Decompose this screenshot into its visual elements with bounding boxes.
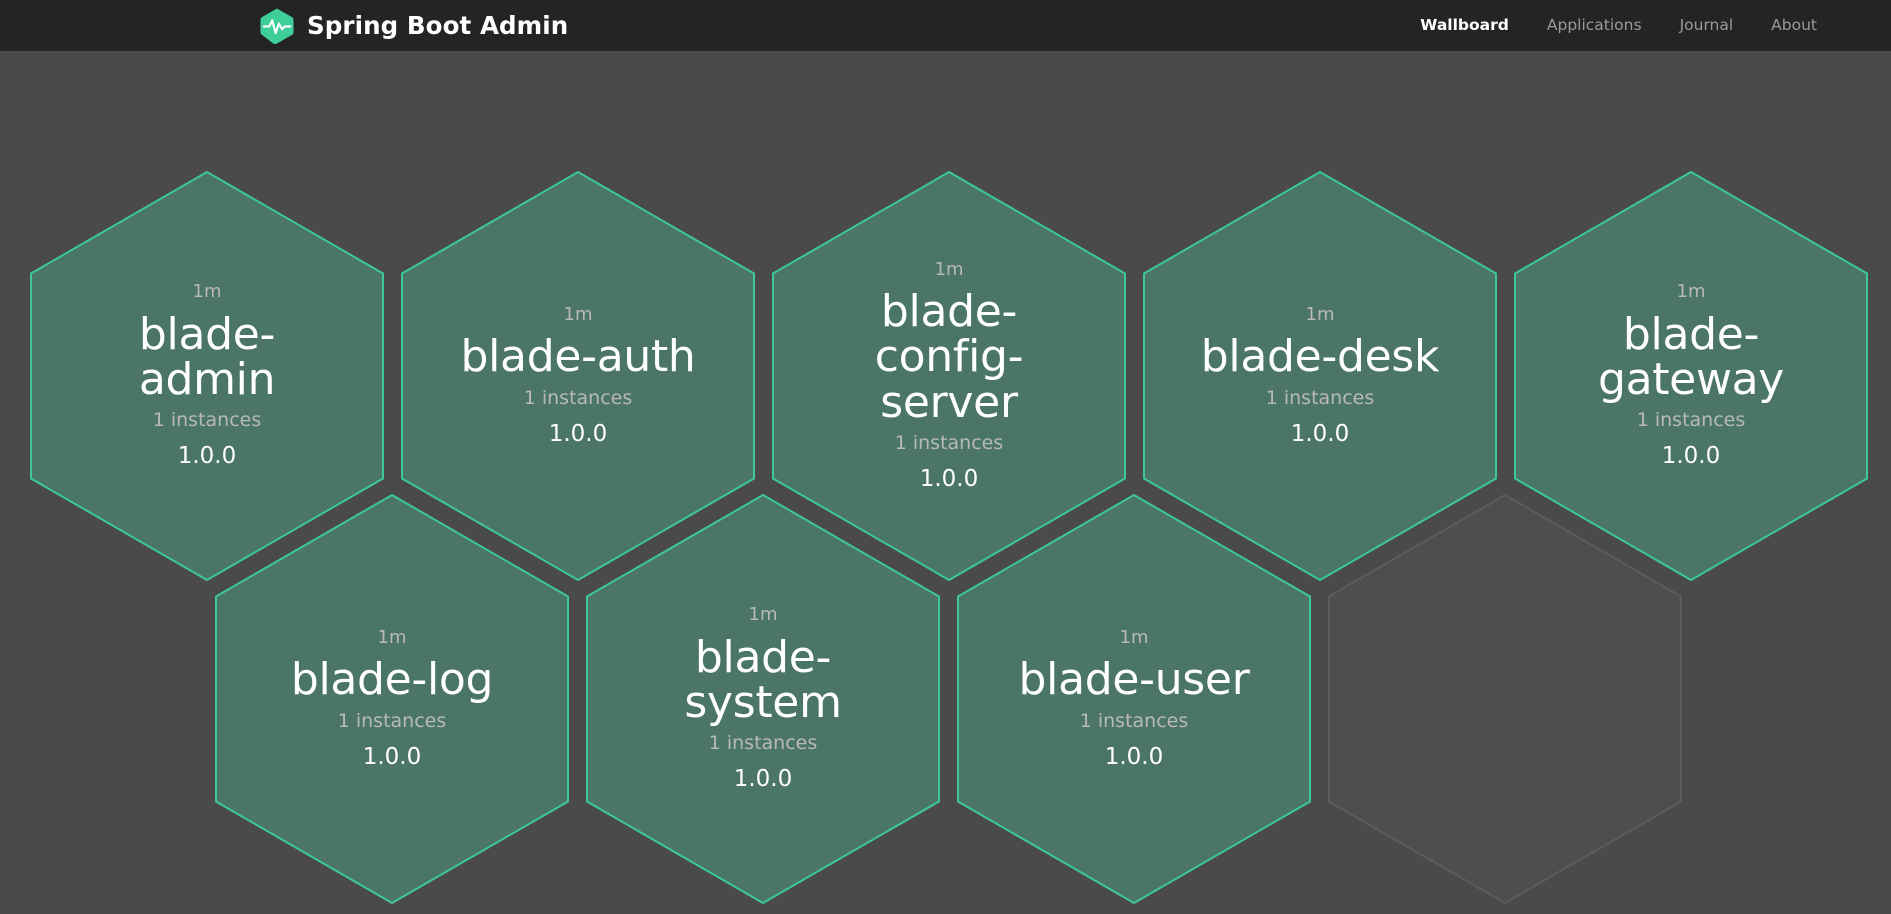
application-info: 1m blade-config-server 1 instances 1.0.0 — [772, 171, 1126, 581]
nav-link-about[interactable]: About — [1771, 16, 1817, 34]
nav-link-journal[interactable]: Journal — [1679, 16, 1734, 34]
application-info: 1m blade-desk 1 instances 1.0.0 — [1143, 171, 1497, 581]
nav-link-wallboard[interactable]: Wallboard — [1420, 16, 1509, 34]
application-info: 1m blade-user 1 instances 1.0.0 — [957, 494, 1311, 904]
application-version: 1.0.0 — [1290, 420, 1350, 447]
application-version: 1.0.0 — [919, 465, 979, 492]
application-uptime: 1m — [563, 303, 593, 325]
application-uptime: 1m — [1119, 626, 1149, 648]
application-instance-count: 1 instances — [708, 732, 818, 755]
wallboard-application-hex[interactable]: 1m blade-system 1 instances 1.0.0 — [586, 494, 940, 904]
wallboard-application-hex[interactable]: 1m blade-gateway 1 instances 1.0.0 — [1514, 171, 1868, 581]
application-version: 1.0.0 — [1661, 443, 1721, 470]
wallboard-empty-slot — [1328, 494, 1682, 904]
application-info: 1m blade-gateway 1 instances 1.0.0 — [1514, 171, 1868, 581]
application-name: blade-config-server — [874, 286, 1024, 428]
application-instance-count: 1 instances — [523, 386, 633, 409]
application-name: blade-system — [684, 631, 842, 729]
nav-link-applications[interactable]: Applications — [1546, 16, 1642, 34]
wallboard-application-hex[interactable]: 1m blade-desk 1 instances 1.0.0 — [1143, 171, 1497, 581]
wallboard-application-hex[interactable]: 1m blade-config-server 1 instances 1.0.0 — [772, 171, 1126, 581]
application-uptime: 1m — [1305, 303, 1335, 325]
application-version: 1.0.0 — [177, 443, 237, 470]
primary-nav: Wallboard Applications Journal About — [1401, 0, 1836, 51]
application-info: 1m blade-log 1 instances 1.0.0 — [215, 494, 569, 904]
wallboard-application-hex[interactable]: 1m blade-auth 1 instances 1.0.0 — [401, 171, 755, 581]
application-version: 1.0.0 — [362, 743, 422, 770]
wallboard-application-hex[interactable]: 1m blade-user 1 instances 1.0.0 — [957, 494, 1311, 904]
brand-home-link[interactable]: Spring Boot Admin — [258, 7, 568, 45]
application-uptime: 1m — [934, 258, 964, 280]
application-instance-count: 1 instances — [894, 432, 1004, 455]
top-navbar: Spring Boot Admin Wallboard Applications… — [0, 0, 1891, 51]
wallboard-application-hex[interactable]: 1m blade-log 1 instances 1.0.0 — [215, 494, 569, 904]
application-instance-count: 1 instances — [1636, 409, 1746, 432]
application-instance-count: 1 instances — [152, 409, 262, 432]
application-name: blade-gateway — [1597, 308, 1785, 406]
application-info: 1m blade-admin 1 instances 1.0.0 — [30, 171, 384, 581]
application-info: 1m blade-system 1 instances 1.0.0 — [586, 494, 940, 904]
application-info: 1m blade-auth 1 instances 1.0.0 — [401, 171, 755, 581]
application-uptime: 1m — [377, 626, 407, 648]
application-uptime: 1m — [192, 281, 222, 303]
brand-title: Spring Boot Admin — [307, 11, 569, 40]
application-uptime: 1m — [748, 604, 778, 626]
application-instance-count: 1 instances — [337, 709, 447, 732]
application-name: blade-auth — [460, 331, 696, 383]
application-name: blade-admin — [138, 308, 276, 406]
application-name: blade-user — [1018, 654, 1250, 706]
application-version: 1.0.0 — [548, 420, 608, 447]
application-name: blade-log — [290, 654, 494, 706]
application-name: blade-desk — [1200, 331, 1440, 383]
application-instance-count: 1 instances — [1265, 386, 1375, 409]
application-version: 1.0.0 — [1104, 743, 1164, 770]
heartbeat-hexagon-logo-icon — [258, 7, 296, 45]
application-uptime: 1m — [1676, 281, 1706, 303]
application-version: 1.0.0 — [733, 766, 793, 793]
application-instance-count: 1 instances — [1079, 709, 1189, 732]
wallboard-grid: 1m blade-admin 1 instances 1.0.0 1m blade-aut… — [0, 51, 1891, 914]
wallboard-application-hex[interactable]: 1m blade-admin 1 instances 1.0.0 — [30, 171, 384, 581]
